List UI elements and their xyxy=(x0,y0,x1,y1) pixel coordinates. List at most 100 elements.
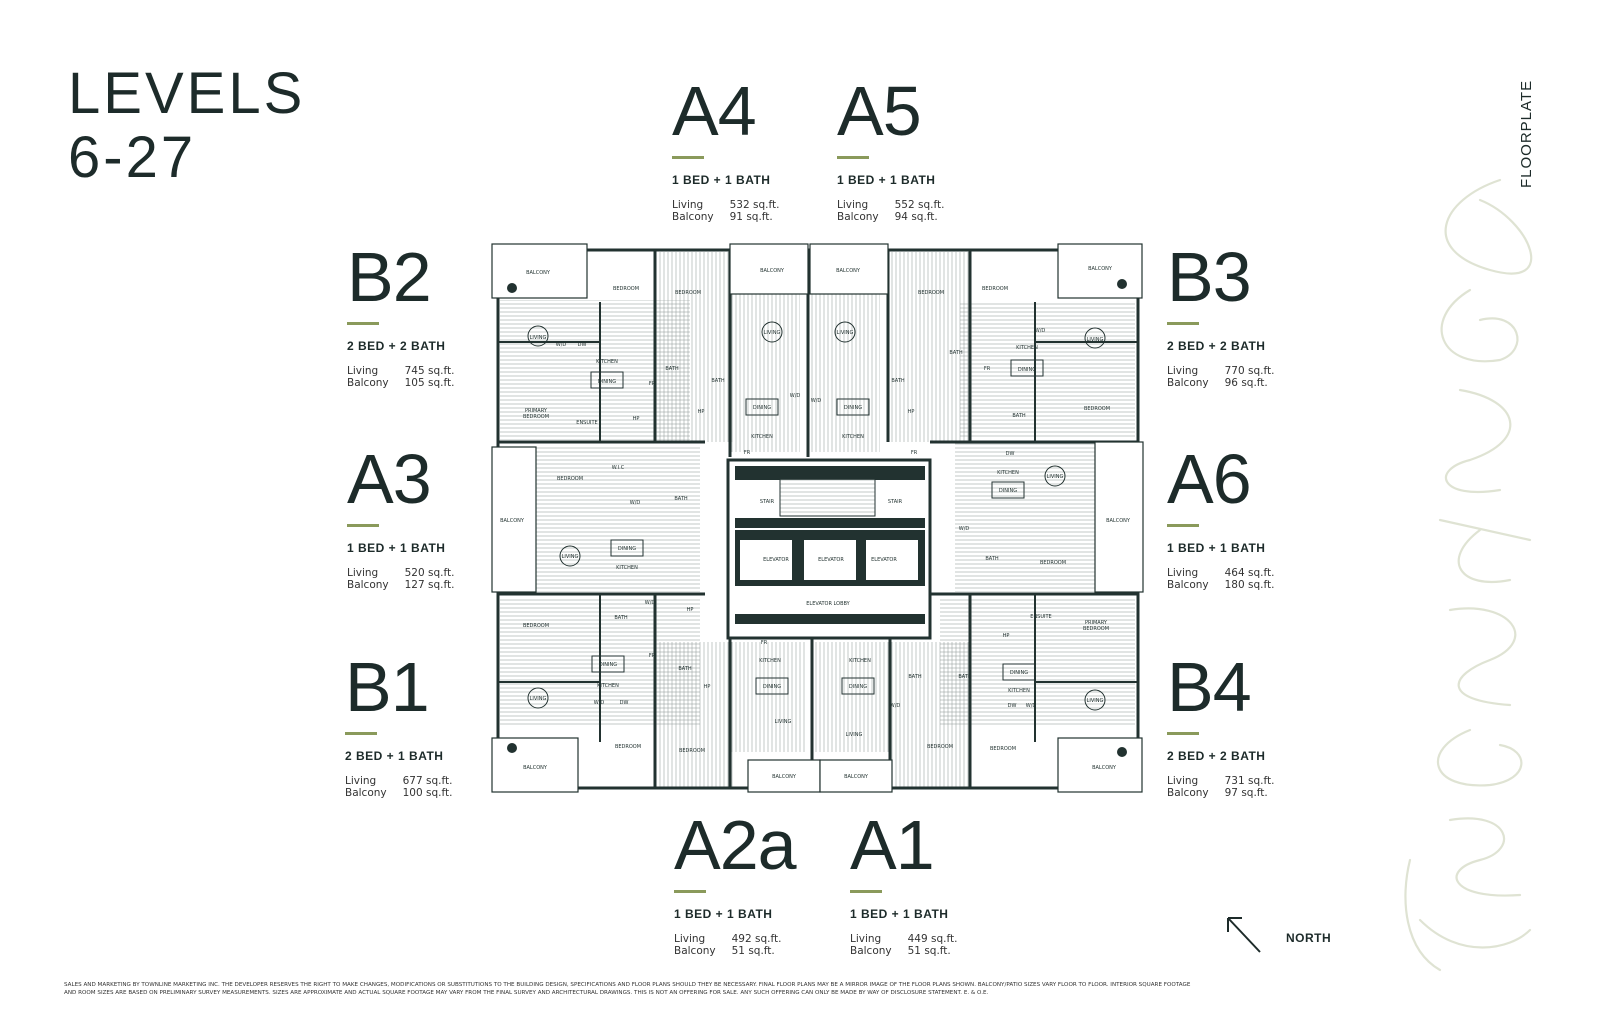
balcony-label: Balcony xyxy=(347,377,389,389)
unit-beds: 2 BED + 2 BATH xyxy=(347,339,446,353)
living-label: Living xyxy=(850,933,882,945)
bedroom-label: BEDROOM xyxy=(1084,406,1110,412)
living-area: 464 sq.ft. xyxy=(1224,567,1275,579)
accent-rule xyxy=(347,322,379,325)
dining-label: DINING xyxy=(999,488,1017,494)
accent-rule xyxy=(1167,732,1199,735)
wd-label: W/D xyxy=(811,398,822,404)
kitchen-label: KITCHEN xyxy=(997,470,1019,476)
balcony-label: BALCONY xyxy=(760,268,785,274)
dw-label: DW xyxy=(1008,703,1017,709)
dining-label: DINING xyxy=(763,684,781,690)
balcony-label: Balcony xyxy=(672,211,714,223)
bedroom-label: BEDROOM xyxy=(679,748,705,754)
unit-beds: 1 BED + 1 BATH xyxy=(850,907,949,921)
unit-code: B4 xyxy=(1167,648,1252,726)
title-line-2: 6-27 xyxy=(68,125,197,190)
unit-code: A1 xyxy=(850,806,935,884)
core xyxy=(726,458,932,640)
primary-label-2: BEDROOM xyxy=(1083,626,1109,632)
living-label: LIVING xyxy=(530,335,547,341)
living-label: Living xyxy=(345,775,377,787)
wic-label: W.I.C xyxy=(612,465,625,471)
balcony-area: 180 sq.ft. xyxy=(1224,579,1275,591)
fr-label: FR xyxy=(761,640,768,646)
kitchen-label: KITCHEN xyxy=(751,434,773,440)
balcony-label: BALCONY xyxy=(1088,266,1113,272)
balcony-label: Balcony xyxy=(850,945,892,957)
unit-beds: 1 BED + 1 BATH xyxy=(837,173,936,187)
primary-label-2: BEDROOM xyxy=(523,414,549,420)
balcony-area: 51 sq.ft. xyxy=(907,945,951,957)
balcony-label: Balcony xyxy=(674,945,716,957)
dw-label: DW xyxy=(620,700,629,706)
accent-rule xyxy=(850,890,882,893)
wd-label: W/D xyxy=(1035,328,1046,334)
accent-rule xyxy=(837,156,869,159)
unit-beds: 1 BED + 1 BATH xyxy=(674,907,773,921)
accent-rule xyxy=(1167,322,1199,325)
wd-label: W/D xyxy=(890,703,901,709)
living-label: LIVING xyxy=(1047,474,1064,480)
living-area: 731 sq.ft. xyxy=(1224,775,1275,787)
kitchen-label: KITCHEN xyxy=(759,658,781,664)
balcony-label: Balcony xyxy=(347,579,389,591)
wd-label: W/D xyxy=(790,393,801,399)
balcony-label: BALCONY xyxy=(526,270,551,276)
kitchen-label: KITCHEN xyxy=(1008,688,1030,694)
bedroom-label: BEDROOM xyxy=(990,746,1016,752)
script-wordmark-graphic xyxy=(1404,178,1533,972)
living-area: 552 sq.ft. xyxy=(894,199,945,211)
kitchen-label: KITCHEN xyxy=(849,658,871,664)
living-label: Living xyxy=(837,199,869,211)
primary-label-1: PRIMARY xyxy=(1085,620,1108,626)
fr-label: FR xyxy=(744,450,751,456)
bath-label: BATH xyxy=(891,378,905,384)
balcony-label: BALCONY xyxy=(523,765,548,771)
accent-rule xyxy=(1167,524,1199,527)
unit-beds: 2 BED + 2 BATH xyxy=(1167,339,1266,353)
unit-beds: 1 BED + 1 BATH xyxy=(672,173,771,187)
living-label: Living xyxy=(1167,567,1199,579)
bedroom-label: BEDROOM xyxy=(675,290,701,296)
fr-label: FR xyxy=(911,450,918,456)
living-label: Living xyxy=(347,365,379,377)
living-label: LIVING xyxy=(562,554,579,560)
balcony-label: Balcony xyxy=(1167,787,1209,799)
wd-label: W/D xyxy=(959,526,970,532)
dw-label: DW xyxy=(1006,451,1015,457)
hp-label: HP xyxy=(908,409,915,415)
balcony-label: Balcony xyxy=(1167,377,1209,389)
elevator-label: ELEVATOR xyxy=(763,557,789,563)
bath-label: BATH xyxy=(908,674,922,680)
hp-label: HP xyxy=(704,684,711,690)
unit-code: A5 xyxy=(837,72,922,150)
balcony-area: 94 sq.ft. xyxy=(894,211,938,223)
accent-rule xyxy=(674,890,706,893)
living-area: 770 sq.ft. xyxy=(1224,365,1275,377)
elevator-lobby-label: ELEVATOR LOBBY xyxy=(806,601,850,607)
kitchen-label: KITCHEN xyxy=(596,359,618,365)
unit-beds: 1 BED + 1 BATH xyxy=(1167,541,1266,555)
bedroom-label: BEDROOM xyxy=(927,744,953,750)
fr-label: FR xyxy=(984,366,991,372)
wd-label: W/D xyxy=(645,600,656,606)
kitchen-label: KITCHEN xyxy=(597,683,619,689)
bath-label: BATH xyxy=(674,496,688,502)
bedroom-label: BEDROOM xyxy=(523,623,549,629)
unit-code: A3 xyxy=(347,440,432,518)
balcony-area: 96 sq.ft. xyxy=(1224,377,1268,389)
living-area: 532 sq.ft. xyxy=(729,199,780,211)
bath-label: BATH xyxy=(711,378,725,384)
elevator-label: ELEVATOR xyxy=(871,557,897,563)
stair-label: STAIR xyxy=(760,499,775,505)
bath-label: BATH xyxy=(1012,413,1026,419)
